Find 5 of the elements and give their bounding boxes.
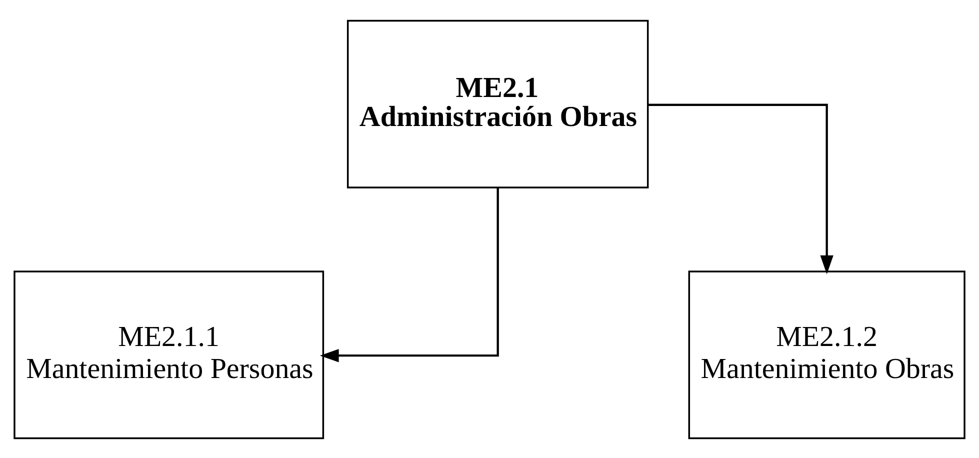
node-box: ME2.1 Administración Obras xyxy=(346,19,649,188)
arrow xyxy=(320,187,499,362)
node-box: ME2.1.1 Mantenimiento Personas xyxy=(14,270,324,439)
node-box: ME2.1.2 Mantenimiento Obras xyxy=(688,270,966,439)
arrow xyxy=(648,103,834,274)
